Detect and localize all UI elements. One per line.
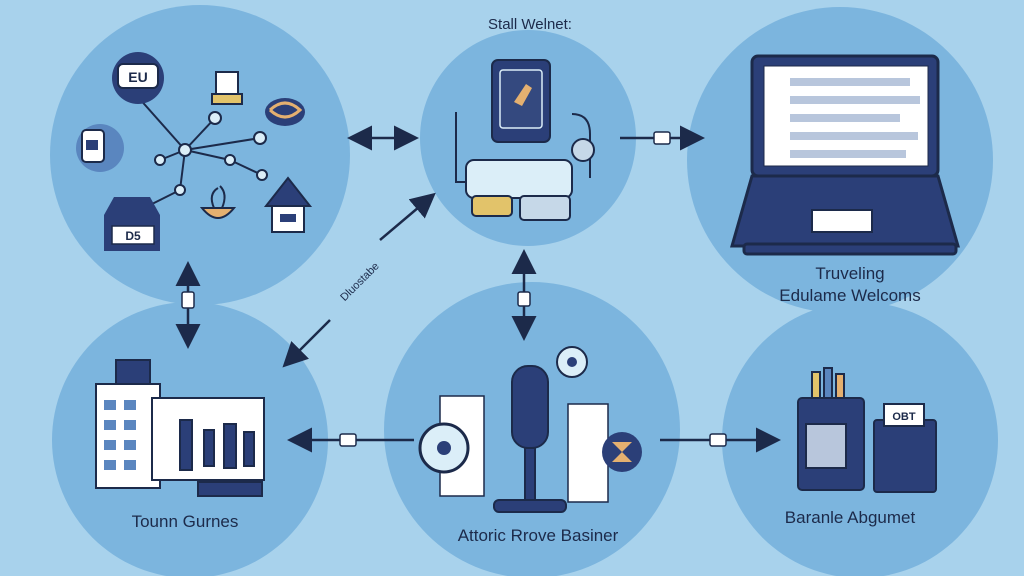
edulame-welcoms-label: Edulame Welcoms	[779, 286, 921, 305]
pretzel-knot-icon	[265, 98, 305, 126]
plant-bowl-icon	[199, 185, 237, 219]
hourglass-icon	[602, 432, 642, 472]
bag-tag-text: OBT	[892, 411, 916, 423]
storage-bin-icon	[873, 403, 937, 493]
server-box-icon	[104, 197, 160, 251]
microphone-icon	[493, 365, 567, 513]
laptop-screen-list	[790, 78, 920, 158]
connector-plugs	[181, 131, 727, 447]
server-box-text: D5	[125, 229, 141, 243]
network-graph-icon	[129, 87, 268, 211]
tounn-gurnes-label: Tounn Gurnes	[131, 512, 239, 531]
eu-badge-text: EU	[128, 69, 147, 85]
attoric-rrove-basiner-label: Attoric Rrove Basiner	[457, 526, 619, 545]
stall-welnet-label: Stall Welnet:	[488, 16, 572, 33]
office-building-icon	[95, 359, 265, 497]
house-icon	[263, 176, 313, 233]
document-stack-icon	[211, 71, 243, 105]
truveling-label: Truveling	[815, 264, 885, 283]
tablet-device-icon	[491, 59, 551, 143]
phone-cluster-icon	[76, 124, 124, 172]
building-windows	[104, 400, 136, 470]
hardware-module-icon	[455, 112, 595, 221]
eu-badge-icon	[112, 52, 164, 104]
baranle-abgumet-label: Baranle Abgumet	[784, 508, 916, 527]
pencil-cup-icon	[797, 367, 865, 491]
gear-icon	[556, 346, 588, 378]
disc-icon	[418, 422, 470, 474]
